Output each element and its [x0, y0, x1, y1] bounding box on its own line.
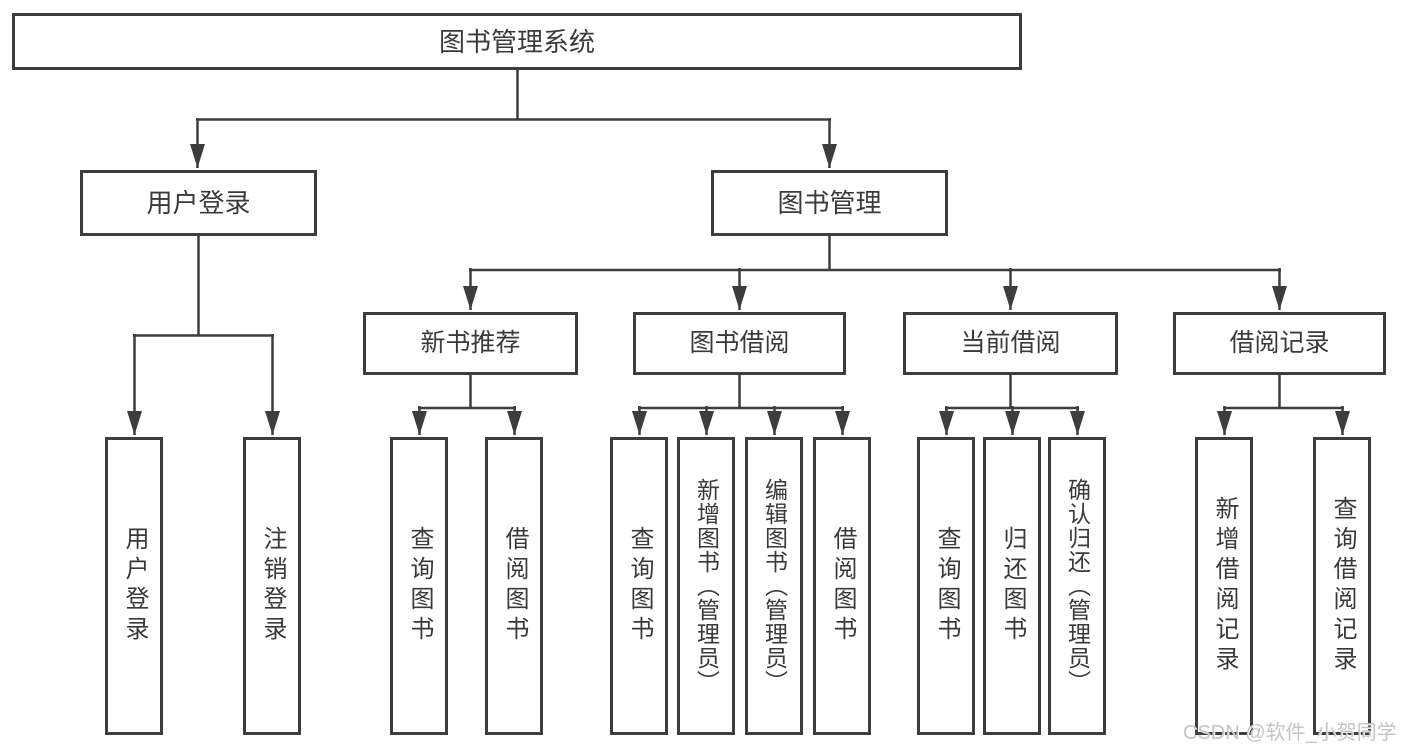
leaf-add-borrow-record: 新增借阅记录 [1195, 437, 1253, 735]
node-root-label: 图书管理系统 [438, 26, 595, 57]
leaf-logout-label: 注销登录 [259, 526, 286, 646]
connector-records-to-leaves [1217, 375, 1350, 435]
leaf-recommend-borrow-books-label: 借阅图书 [501, 526, 528, 646]
leaf-current-query-books: 查询图书 [917, 437, 975, 735]
node-borrow-records: 借阅记录 [1173, 312, 1386, 375]
leaf-borrow-books: 借阅图书 [813, 437, 871, 735]
node-book-management: 图书管理 [711, 170, 948, 236]
leaf-borrow-query-books-label: 查询图书 [626, 526, 653, 646]
leaf-recommend-borrow-books: 借阅图书 [485, 437, 543, 735]
node-book-management-label: 图书管理 [777, 188, 882, 218]
leaf-add-borrow-record-label: 新增借阅记录 [1211, 496, 1238, 676]
node-new-book-recommend-label: 新书推荐 [420, 329, 521, 357]
leaf-query-borrow-record: 查询借阅记录 [1313, 437, 1371, 735]
leaf-logout: 注销登录 [243, 437, 301, 735]
csdn-watermark: CSDN @软件_小贺同学 [1183, 722, 1397, 744]
connector-borrow-to-leaves [632, 375, 850, 435]
node-current-borrowing: 当前借阅 [903, 312, 1118, 375]
node-book-borrowing: 图书借阅 [633, 312, 846, 375]
connector-login-to-leaves [127, 236, 280, 435]
leaf-edit-books-admin: 编辑图书（管理员） [745, 437, 803, 735]
leaf-return-books: 归还图书 [983, 437, 1041, 735]
leaf-borrow-query-books: 查询图书 [610, 437, 668, 735]
leaf-recommend-query-books: 查询图书 [390, 437, 448, 735]
leaf-query-borrow-record-label: 查询借阅记录 [1329, 496, 1356, 676]
leaf-user-login: 用户登录 [105, 437, 163, 735]
node-new-book-recommend: 新书推荐 [363, 312, 578, 375]
leaf-add-books-admin: 新增图书（管理员） [677, 437, 735, 735]
connector-manage-to-level3 [463, 236, 1287, 310]
leaf-borrow-books-label: 借阅图书 [829, 526, 856, 646]
node-current-borrowing-label: 当前借阅 [960, 329, 1061, 357]
leaf-add-books-admin-label: 新增图书（管理员） [693, 478, 720, 694]
leaf-confirm-return-admin: 确认归还（管理员） [1048, 437, 1106, 735]
node-user-login: 用户登录 [80, 170, 317, 236]
node-borrow-records-label: 借阅记录 [1229, 329, 1330, 357]
node-book-borrowing-label: 图书借阅 [689, 329, 790, 357]
connector-recommend-to-leaves [412, 375, 522, 435]
leaf-recommend-query-books-label: 查询图书 [406, 526, 433, 646]
leaf-current-query-books-label: 查询图书 [933, 526, 960, 646]
leaf-return-books-label: 归还图书 [999, 526, 1026, 646]
node-user-login-label: 用户登录 [146, 188, 251, 218]
leaf-user-login-label: 用户登录 [121, 526, 148, 646]
leaf-confirm-return-admin-label: 确认归还（管理员） [1064, 478, 1091, 694]
leaf-edit-books-admin-label: 编辑图书（管理员） [761, 478, 788, 694]
connector-root-to-level2 [190, 68, 837, 168]
node-root: 图书管理系统 [12, 13, 1022, 70]
connector-current-to-leaves [939, 375, 1085, 435]
